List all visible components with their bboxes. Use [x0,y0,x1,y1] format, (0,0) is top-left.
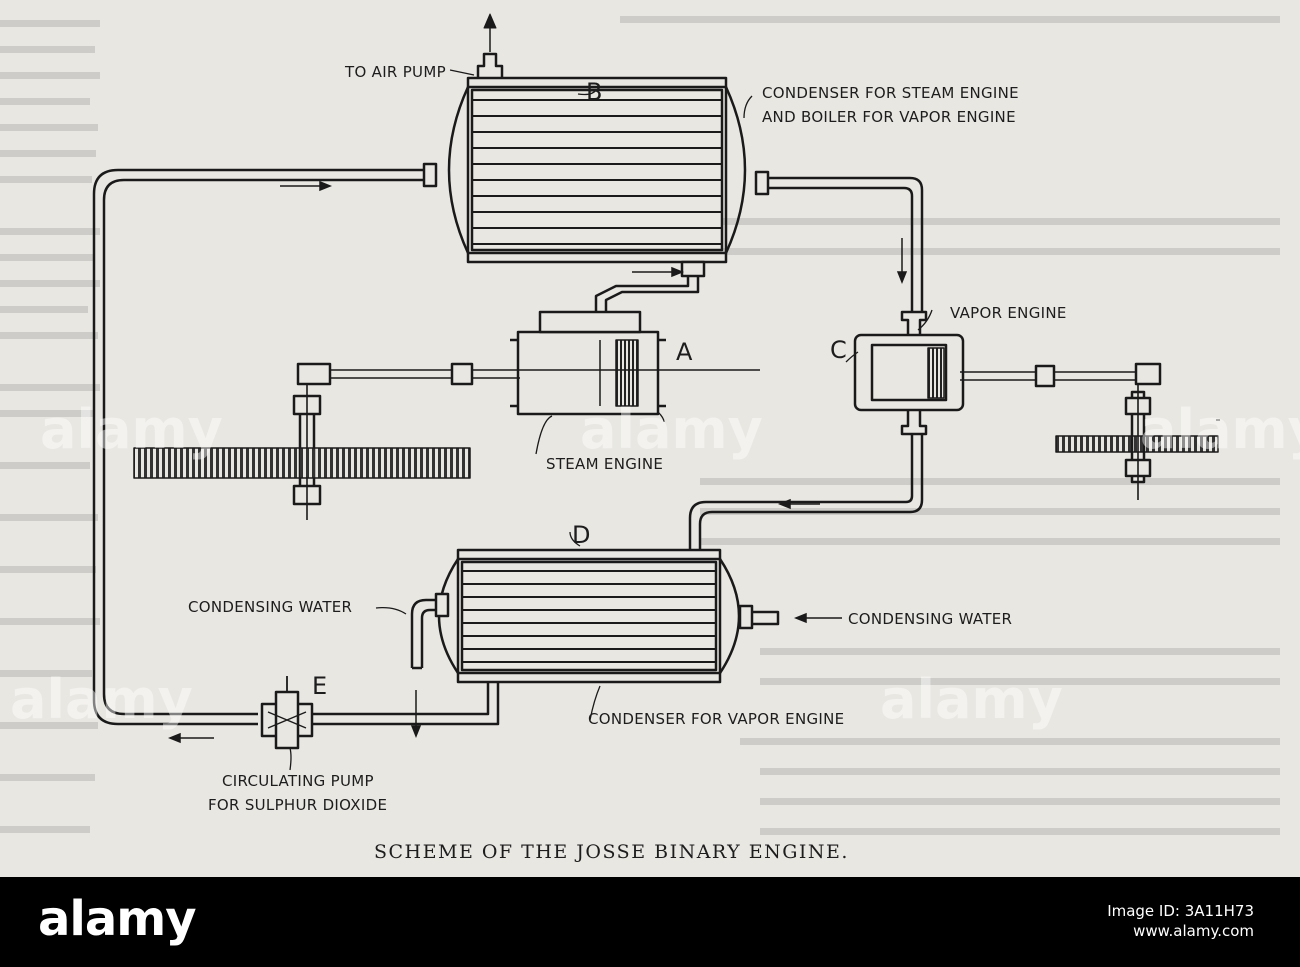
watermark: alamy [40,398,223,461]
steam-piston-rod [296,362,760,386]
letter-d: D [572,521,590,549]
watermark: alamy [580,398,763,461]
condenser-d-flanges [434,592,754,630]
site-url: www.alamy.com [1133,922,1254,940]
background-text-texture [0,16,1280,835]
steam-engine-a [510,310,666,416]
label-vapor-engine: VAPOR ENGINE [950,304,1067,322]
letter-c: C [830,336,847,364]
sulphur-dioxide-loop [92,168,500,726]
vapor-piston-rod [960,362,1162,388]
label-condenser-vapor: CONDENSER FOR VAPOR ENGINE [588,710,844,728]
footer-image-info: Image ID: 3A11H73 www.alamy.com [1107,901,1254,941]
air-pump-outlet [476,13,504,78]
label-pump-line1: CIRCULATING PUMP [222,772,374,790]
letter-b: B [586,78,602,106]
footer-logo: alamy [38,891,197,947]
vapor-flywheel [1055,435,1219,453]
label-condensing-water-left: CONDENSING WATER [188,598,352,616]
condensing-water-left-pipe [410,598,446,670]
leader-lines [289,69,1220,771]
diagram-plate: TO AIR PUMP B CONDENSER FOR STEAM ENGINE… [0,0,1300,877]
label-condenser-steam-line1: CONDENSER FOR STEAM ENGINE [762,84,1019,102]
watermark: alamy [1140,398,1300,461]
vapor-engine-c [853,310,965,436]
flow-arrows [167,180,908,744]
footer-bar: alamy Image ID: 3A11H73 www.alamy.com [0,877,1300,967]
pipe-b-to-c [760,176,924,312]
watermark: alamy [10,668,193,731]
label-pump-line2: FOR SULPHUR DIOXIDE [208,796,387,814]
image-id: Image ID: 3A11H73 [1107,902,1254,920]
label-condensing-water-right: CONDENSING WATER [848,610,1012,628]
watermark: alamy [880,668,1063,731]
label-steam-engine: STEAM ENGINE [546,455,663,473]
label-condenser-steam-line2: AND BOILER FOR VAPOR ENGINE [762,108,1016,126]
letter-e: E [312,672,327,700]
condenser-b-tubes [472,99,722,245]
steam-flywheel [133,447,471,479]
josse-binary-engine-diagram: TO AIR PUMP B CONDENSER FOR STEAM ENGINE… [0,13,1300,863]
condenser-b-flanges [422,162,770,196]
label-to-air-pump: TO AIR PUMP [344,63,446,81]
steam-pipe-b-to-a [594,260,706,312]
diagram-caption: SCHEME OF THE JOSSE BINARY ENGINE. [374,841,849,863]
condenser-d-tubes [462,570,716,663]
condensing-water-right-pipe [748,610,780,626]
letter-a: A [676,338,693,366]
circulating-pump-e [260,676,314,750]
pipe-c-to-d [688,434,924,550]
